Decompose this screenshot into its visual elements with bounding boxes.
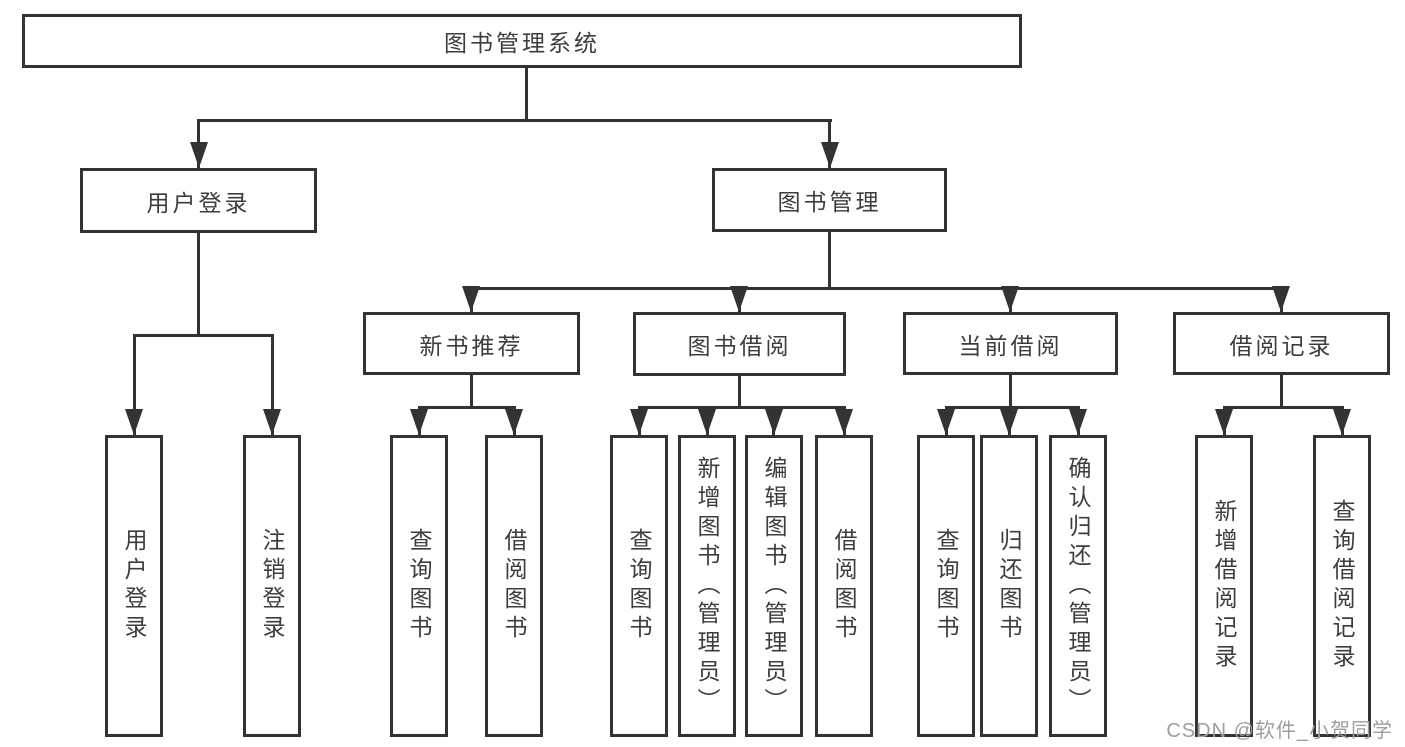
connector-line: [418, 406, 516, 409]
connector-line: [945, 406, 1079, 409]
node-root: 图书管理系统: [22, 14, 1022, 68]
arrowhead: [698, 409, 716, 435]
arrowhead: [410, 409, 428, 435]
connector-line: [828, 232, 831, 290]
node-borrow-records: 借阅记录: [1173, 312, 1390, 375]
connector-line: [470, 287, 1283, 290]
arrowhead: [730, 286, 748, 312]
leaf-records-add-record: 新增借阅记录: [1195, 435, 1253, 737]
arrowhead: [765, 409, 783, 435]
arrowhead: [1272, 286, 1290, 312]
connector-line: [133, 334, 136, 435]
arrowhead: [937, 409, 955, 435]
leaf-borrow-borrow-books: 借阅图书: [815, 435, 873, 737]
connector-line: [271, 334, 274, 435]
watermark-text: CSDN @软件_小贺同学: [1166, 720, 1393, 742]
connector-line: [1280, 375, 1283, 409]
leaf-current-confirm-return-admin: 确认归还（管理员）: [1049, 435, 1107, 737]
leaf-logout: 注销登录: [243, 435, 301, 737]
leaf-user-login: 用户登录: [105, 435, 163, 737]
connector-line: [133, 334, 274, 337]
node-book-management: 图书管理: [712, 168, 947, 232]
leaf-borrow-edit-books-admin: 编辑图书（管理员）: [745, 435, 803, 737]
leaf-current-query-books: 查询图书: [917, 435, 975, 737]
leaf-borrow-query-books: 查询图书: [610, 435, 668, 737]
connector-line: [525, 68, 528, 122]
arrowhead: [1215, 409, 1233, 435]
connector-line: [197, 119, 832, 122]
arrowhead: [835, 409, 853, 435]
connector-line: [638, 406, 845, 409]
node-book-borrow: 图书借阅: [633, 312, 846, 376]
connector-line: [1009, 375, 1012, 409]
connector-line: [738, 376, 741, 409]
leaf-recommend-borrow-books: 借阅图书: [485, 435, 543, 737]
leaf-borrow-add-books-admin: 新增图书（管理员）: [678, 435, 736, 737]
arrowhead: [1001, 286, 1019, 312]
arrowhead: [125, 409, 143, 435]
arrowhead: [462, 286, 480, 312]
arrowhead: [630, 409, 648, 435]
arrowhead: [263, 409, 281, 435]
arrowhead: [1333, 409, 1351, 435]
leaf-current-return-books: 归还图书: [980, 435, 1038, 737]
node-current-borrow: 当前借阅: [903, 312, 1118, 375]
connector-line: [1223, 406, 1344, 409]
arrowhead: [190, 142, 208, 168]
node-user-login: 用户登录: [80, 168, 317, 233]
connector-line: [470, 375, 473, 409]
leaf-recommend-query-books: 查询图书: [390, 435, 448, 737]
node-new-book-recommend: 新书推荐: [363, 312, 580, 375]
arrowhead: [821, 142, 839, 168]
leaf-records-query-record: 查询借阅记录: [1313, 435, 1371, 737]
connector-line: [197, 233, 200, 337]
arrowhead: [1000, 409, 1018, 435]
arrowhead: [1069, 409, 1087, 435]
arrowhead: [505, 409, 523, 435]
